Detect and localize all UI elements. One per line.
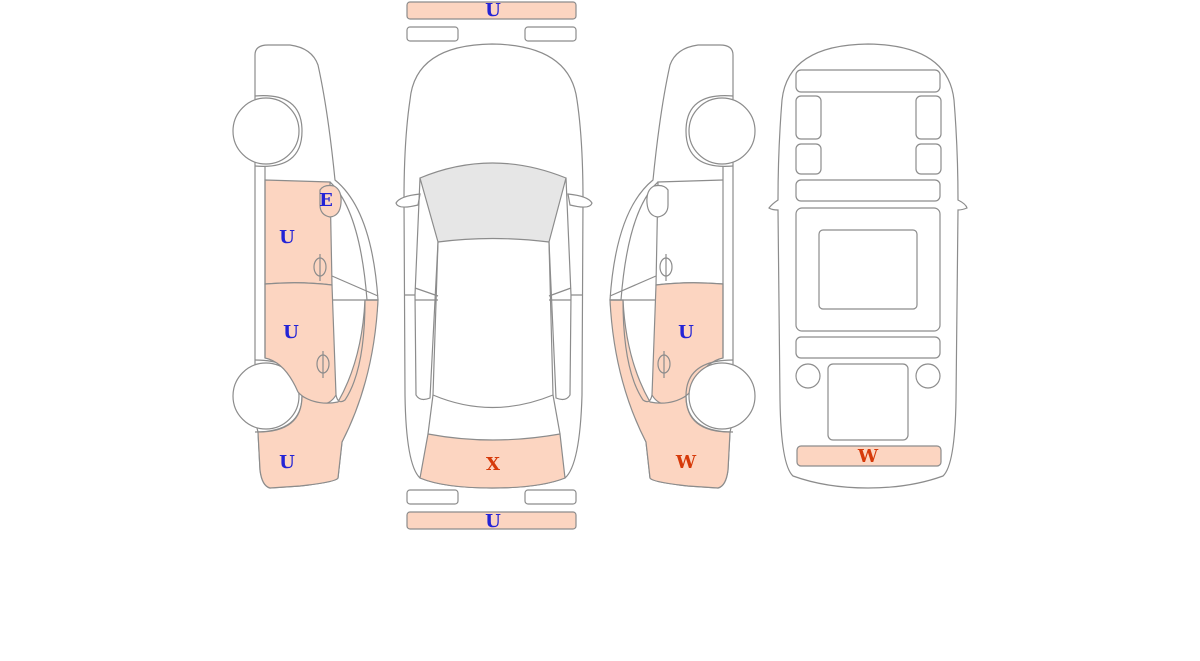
right-rear-door-code: U (678, 322, 694, 343)
rear-bumper (406, 511, 577, 530)
top-right-mirror (567, 193, 593, 208)
left-front-wheel (232, 97, 300, 165)
front-bumper-code: U (485, 0, 501, 21)
left-rear-door-handle (316, 351, 330, 378)
underbody-view: W (768, 43, 968, 489)
left-mirror (319, 184, 342, 218)
left-front-door-handle (313, 254, 327, 281)
right-rear-fender (609, 299, 731, 489)
left-rear-fender (257, 299, 379, 489)
right-front-door-handle (659, 254, 673, 281)
trunk-lid-code: X (486, 454, 500, 475)
front-bumper (406, 1, 577, 20)
top-left-mirror (395, 193, 421, 208)
left-mirror-code: E (319, 190, 333, 211)
front-right-light (524, 26, 577, 42)
right-rear-door-handle (657, 351, 671, 378)
right-side-view: U W (609, 44, 756, 489)
front-left-light (406, 26, 459, 42)
windshield (419, 162, 567, 243)
trunk-lid (419, 433, 566, 489)
underbody-spare-well (827, 363, 909, 441)
right-front-wheel (688, 97, 756, 165)
left-rear-wheel (232, 362, 300, 430)
underbody-front-crossmember (795, 69, 941, 93)
underbody-rear-code: W (857, 446, 879, 467)
top-view: U X U (395, 0, 593, 532)
left-side-view: E U U U (232, 44, 379, 489)
rear-bumper-code: U (485, 511, 501, 532)
left-rear-door-code: U (283, 322, 299, 343)
rear-right-light (524, 489, 577, 505)
underbody-rear (796, 445, 942, 467)
left-front-door-code: U (279, 227, 295, 248)
right-mirror (646, 184, 669, 218)
right-rear-fender-code: W (675, 452, 697, 473)
rear-left-light (406, 489, 459, 505)
top-body (403, 43, 584, 489)
left-rear-fender-code: U (279, 452, 295, 473)
right-rear-wheel (688, 362, 756, 430)
